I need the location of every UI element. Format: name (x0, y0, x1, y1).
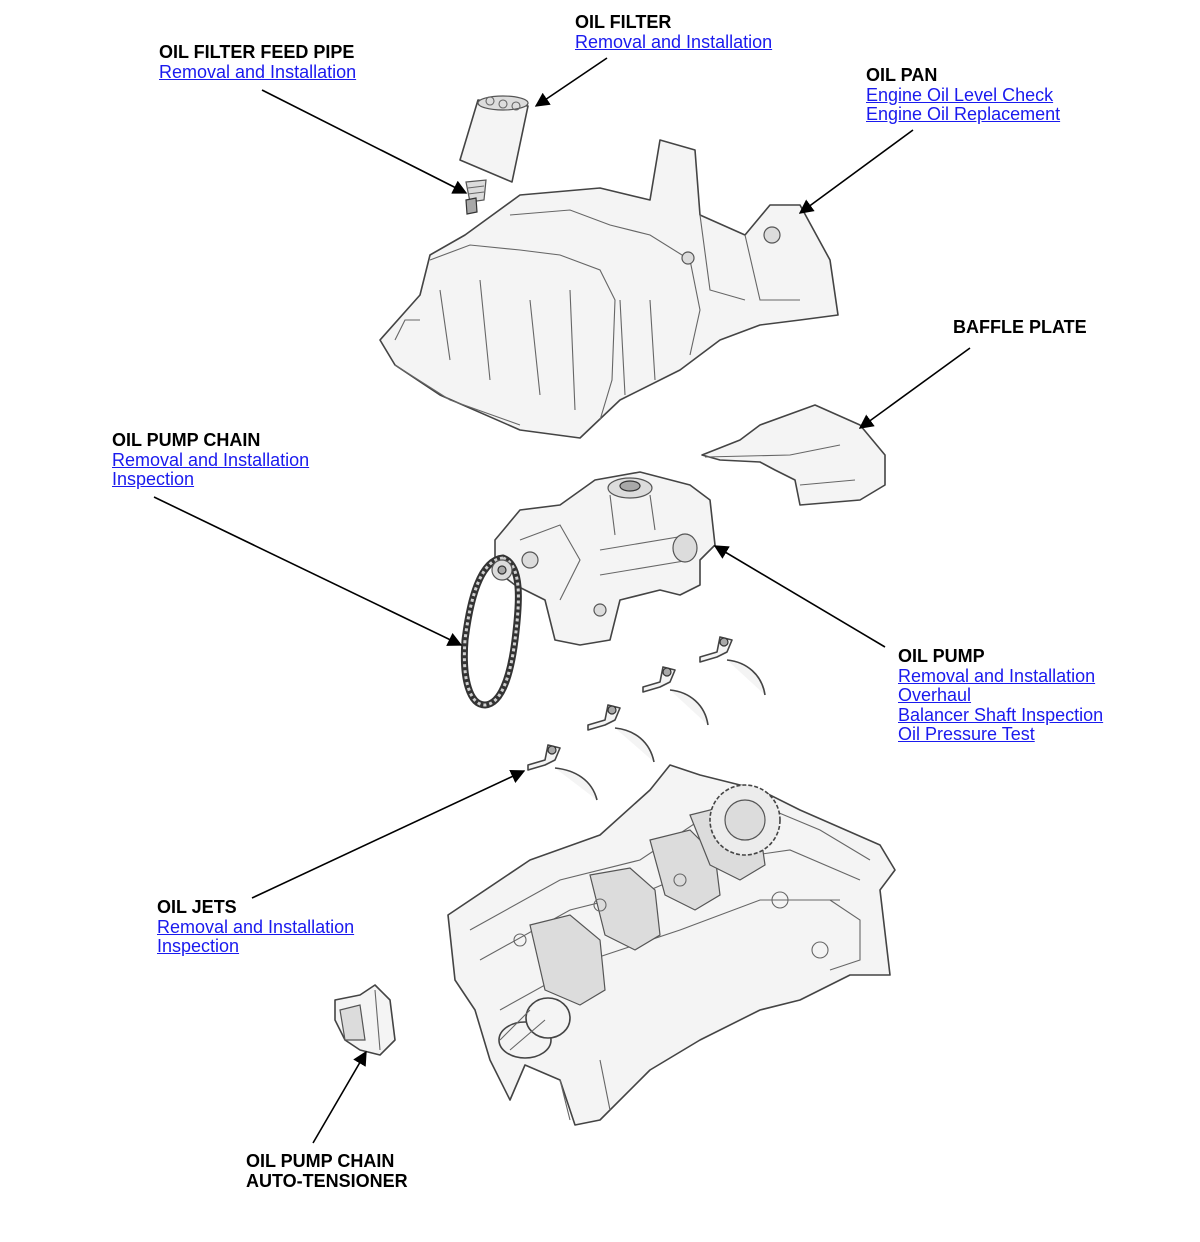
leader-lines (153, 57, 971, 1144)
callout-title-line-2: AUTO-TENSIONER (246, 1170, 408, 1191)
crankshaft-illustration (498, 784, 781, 1059)
oil-pan-illustration (379, 139, 839, 439)
oil-filter-illustration (459, 95, 529, 183)
oil-filter-feed-pipe-illustration (465, 179, 487, 215)
callout-title: OIL JETS (157, 897, 237, 917)
engine-block-illustration (447, 764, 896, 1126)
link-oil-jets-inspection[interactable]: Inspection (157, 936, 240, 956)
oil-pump-chain-illustration (460, 554, 522, 709)
oil-pump-illustration (494, 471, 716, 646)
callout-title: OIL FILTER (575, 12, 672, 32)
link-oil-pump-chain-removal-and-installation[interactable]: Removal and Installation (112, 449, 310, 470)
callout-title: OIL PAN (866, 65, 938, 85)
link-oil-pump-removal-and-installation[interactable]: Removal and Installation (898, 665, 1096, 686)
link-oil-filter-feed-pipe-removal-and-installation[interactable]: Removal and Installation (159, 61, 357, 82)
callout-oil-pump: OIL PUMP Removal and Installation Overha… (898, 646, 1104, 745)
link-oil-jets-removal-and-installation[interactable]: Removal and Installation (157, 916, 355, 937)
callout-title-line-1: OIL PUMP CHAIN (246, 1151, 395, 1171)
baffle-plate-illustration (701, 404, 886, 506)
callout-oil-pump-chain-auto-tensioner: OIL PUMP CHAIN AUTO-TENSIONER (246, 1151, 408, 1191)
callout-title: OIL FILTER FEED PIPE (159, 42, 355, 62)
link-engine-oil-replacement[interactable]: Engine Oil Replacement (866, 104, 1061, 124)
callout-oil-filter: OIL FILTER Removal and Installation (575, 12, 773, 52)
oil-pump-chain-auto-tensioner-illustration (334, 984, 396, 1056)
callout-baffle-plate: BAFFLE PLATE (953, 317, 1087, 338)
callout-title: OIL PUMP CHAIN (112, 430, 261, 450)
oil-jets-illustration (527, 636, 766, 801)
callout-title: OIL PUMP (898, 646, 985, 666)
link-oil-filter-removal-and-installation[interactable]: Removal and Installation (575, 31, 773, 52)
callout-oil-jets: OIL JETS Removal and Installation Inspec… (157, 897, 355, 957)
link-engine-oil-level-check[interactable]: Engine Oil Level Check (866, 84, 1054, 105)
callout-oil-pump-chain: OIL PUMP CHAIN Removal and Installation … (112, 430, 310, 490)
link-oil-pump-overhaul[interactable]: Overhaul (898, 685, 972, 705)
callout-title: BAFFLE PLATE (953, 317, 1087, 337)
callout-oil-filter-feed-pipe: OIL FILTER FEED PIPE Removal and Install… (159, 42, 357, 82)
link-oil-pump-chain-inspection[interactable]: Inspection (112, 469, 195, 489)
link-balancer-shaft-inspection[interactable]: Balancer Shaft Inspection (898, 704, 1104, 725)
callout-oil-pan: OIL PAN Engine Oil Level Check Engine Oi… (866, 65, 1061, 125)
link-oil-pressure-test[interactable]: Oil Pressure Test (898, 724, 1035, 744)
